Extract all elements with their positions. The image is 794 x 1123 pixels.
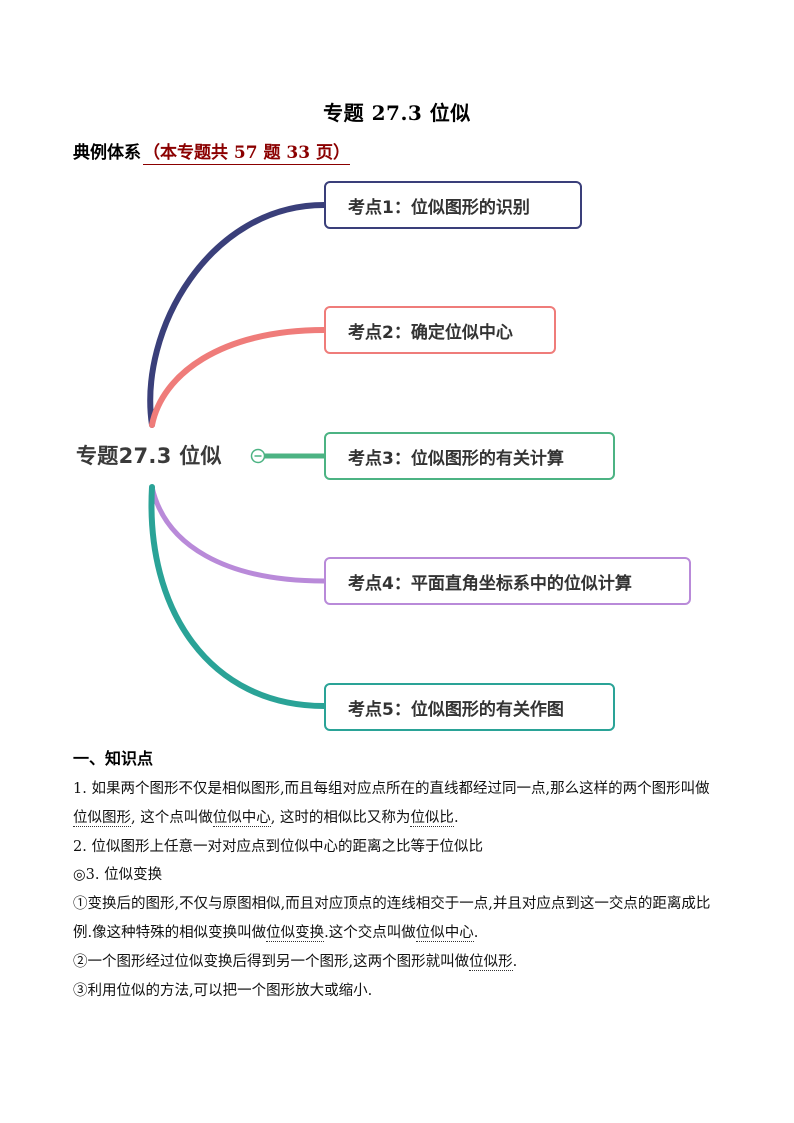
knowledge-heading: 一、知识点 xyxy=(73,749,154,768)
knowledge-line-5: ②一个图形经过位似变换后得到另一个图形,这两个图形就叫做位似形. xyxy=(73,953,518,971)
term-weisi-bianhuan: 位似变换 xyxy=(266,924,325,942)
term-weisi-xing: 位似形 xyxy=(469,953,513,971)
topic-node-3: 考点3：位似图形的有关计算 xyxy=(324,432,615,480)
mindmap-connectors xyxy=(147,202,327,709)
term-weisi-tuxing: 位似图形 xyxy=(73,809,131,827)
term-weisi-bi: 位似比 xyxy=(410,809,454,827)
term-weisi-zhongxin: 位似中心 xyxy=(212,809,271,827)
knowledge-line-4b: 例.像这种特殊的相似变换叫做位似变换.这个交点叫做位似中心. xyxy=(73,924,479,942)
knowledge-line-3: ◎3. 位似变换 xyxy=(73,867,163,884)
system-label: 典例体系 xyxy=(73,143,141,163)
knowledge-line-1a: 1. 如果两个图形不仅是相似图形,而且每组对应点所在的直线都经过同一点,那么这样… xyxy=(73,781,710,797)
topic-node-2: 考点2：确定位似中心 xyxy=(324,306,556,354)
topic-node-5: 考点5：位似图形的有关作图 xyxy=(324,683,615,731)
term-weisi-zhongxin-2: 位似中心 xyxy=(415,924,474,942)
topic-node-4: 考点4：平面直角坐标系中的位似计算 xyxy=(324,557,691,605)
system-line: 典例体系（本专题共 57 题 33 页） xyxy=(73,138,350,165)
page-title: 专题 27.3 位似 xyxy=(323,101,471,125)
branch-2 xyxy=(149,327,327,428)
branch-4 xyxy=(149,484,327,584)
knowledge-line-6: ③利用位似的方法,可以把一个图形放大或缩小. xyxy=(73,982,373,999)
knowledge-line-1b: 位似图形, 这个点叫做位似中心, 这时的相似比又称为位似比. xyxy=(73,809,459,827)
system-subtitle: （本专题共 57 题 33 页） xyxy=(143,143,350,165)
branch-1 xyxy=(147,202,327,428)
branch-5 xyxy=(148,484,327,709)
central-topic: 专题27.3 位似 xyxy=(76,444,222,468)
knowledge-section: 一、知识点 1. 如果两个图形不仅是相似图形,而且每组对应点所在的直线都经过同一… xyxy=(73,745,723,1005)
knowledge-line-2: 2. 位似图形上任意一对对应点到位似中心的距离之比等于位似比 xyxy=(73,838,483,855)
topic-node-1: 考点1：位似图形的识别 xyxy=(324,181,582,229)
knowledge-line-4a: ①变换后的图形,不仅与原图相似,而且对应顶点的连线相交于一点,并且对应点到这一交… xyxy=(73,896,711,913)
